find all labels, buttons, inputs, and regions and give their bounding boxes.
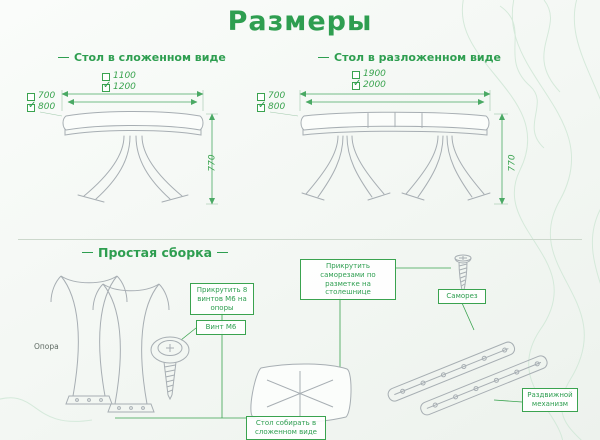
section-heading-unfolded: Стол в разложенном виде bbox=[318, 51, 501, 64]
checkbox-checked-icon: ✓ bbox=[27, 99, 37, 112]
dimension-extension-lines bbox=[269, 90, 508, 205]
dimension-option: 700 bbox=[257, 92, 285, 101]
folded-table-drawing bbox=[39, 90, 218, 205]
section-heading-folded: Стол в сложенном виде bbox=[58, 51, 226, 64]
section-heading-assembly-label: Простая сборка bbox=[98, 245, 213, 260]
unfolded-table-outline bbox=[300, 111, 491, 201]
dimension-lines bbox=[299, 91, 505, 205]
unfolded-table-drawing bbox=[269, 90, 508, 205]
checkbox-unchecked-icon bbox=[27, 92, 35, 101]
dimension-option: ✓ 2000 bbox=[352, 77, 386, 90]
dimension-value: 1100 bbox=[113, 71, 136, 81]
heading-dash-icon bbox=[217, 252, 229, 253]
dimension-value: 2000 bbox=[363, 80, 386, 90]
support-label: Опора bbox=[34, 342, 59, 351]
dimension-value: 700 bbox=[38, 91, 56, 101]
dimension-option: 700 bbox=[27, 92, 55, 101]
table-support-drawing bbox=[50, 275, 170, 413]
unfolded-depth-dimensions: 700 ✓ 800 bbox=[257, 92, 285, 112]
bolts-note-box: Прикрутить 8 винтов М6 на опоры bbox=[190, 283, 254, 316]
bolt-drawing bbox=[150, 336, 190, 401]
fold-note-box: Стол собирать в сложенном виде bbox=[246, 416, 326, 440]
check-mark: ✓ bbox=[28, 99, 37, 111]
folded-table-outline bbox=[62, 111, 204, 203]
check-mark: ✓ bbox=[103, 79, 112, 91]
dimension-option: ✓ 800 bbox=[257, 99, 286, 112]
dimension-option: 1900 bbox=[352, 70, 386, 79]
heading-dash-icon bbox=[318, 57, 329, 58]
checkbox-checked-icon: ✓ bbox=[102, 79, 112, 92]
checkbox-checked-icon: ✓ bbox=[257, 99, 267, 112]
unfolded-width-dimensions: 1900 ✓ 2000 bbox=[352, 70, 386, 90]
dimension-option: 1100 bbox=[102, 72, 136, 81]
screw-label-box: Саморез bbox=[438, 289, 486, 304]
folded-depth-dimensions: 700 ✓ 800 bbox=[27, 92, 55, 112]
section-heading-assembly: Простая сборка bbox=[82, 245, 229, 260]
dimension-lines bbox=[61, 91, 215, 205]
checkbox-unchecked-icon bbox=[257, 92, 265, 101]
dimension-option: ✓ 800 bbox=[27, 99, 56, 112]
tabletop-note-box: Прикрутить саморезами по разметке на сто… bbox=[300, 259, 396, 300]
checkbox-checked-icon: ✓ bbox=[352, 77, 362, 90]
folded-height-dimension: 770 bbox=[207, 154, 218, 172]
section-heading-folded-label: Стол в сложенном виде bbox=[74, 51, 226, 64]
section-heading-unfolded-label: Стол в разложенном виде bbox=[334, 51, 501, 64]
unfolded-height-dimension: 770 bbox=[507, 154, 518, 172]
section-divider bbox=[18, 239, 582, 240]
sliding-mechanism-drawing bbox=[387, 341, 548, 416]
dimension-value: 1900 bbox=[363, 69, 386, 79]
mechanism-label-box: Раздвижной механизм bbox=[522, 388, 578, 412]
heading-dash-icon bbox=[58, 57, 69, 58]
dimension-value: 800 bbox=[38, 102, 56, 112]
checkbox-unchecked-icon bbox=[352, 70, 360, 79]
checkbox-unchecked-icon bbox=[102, 72, 110, 81]
page-title: Размеры bbox=[227, 6, 373, 37]
dimension-value: 800 bbox=[268, 102, 286, 112]
assembly-drawing bbox=[50, 254, 548, 423]
check-mark: ✓ bbox=[353, 77, 362, 89]
tabletop-underside-drawing bbox=[250, 363, 352, 423]
dimension-option: ✓ 1200 bbox=[102, 79, 136, 92]
heading-dash-icon bbox=[82, 252, 93, 253]
folded-width-dimensions: 1100 ✓ 1200 bbox=[102, 72, 136, 92]
bolt-label-box: Винт М6 bbox=[196, 320, 246, 335]
dimension-value: 700 bbox=[268, 91, 286, 101]
dimension-value: 1200 bbox=[113, 82, 136, 92]
check-mark: ✓ bbox=[258, 99, 267, 111]
